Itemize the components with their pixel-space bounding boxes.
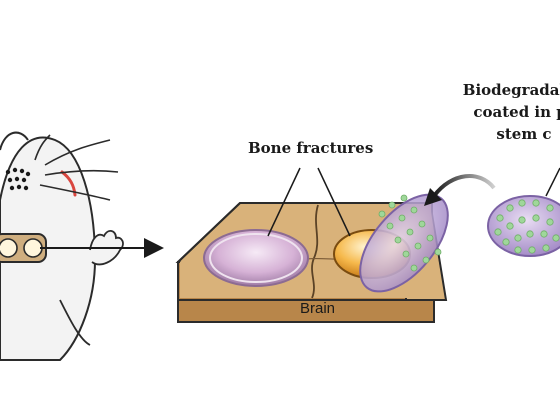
scaffold-disc	[487, 195, 560, 257]
fracture-left-rim	[209, 233, 303, 283]
label-bone-fractures: Bone fractures	[248, 139, 374, 157]
pointer-scaffold	[545, 167, 560, 197]
skull-suture-crack	[311, 204, 319, 299]
curved-arrow	[432, 174, 496, 198]
placed-scaffold-cells	[378, 194, 442, 272]
stem-cell-dots	[494, 199, 560, 254]
pointer-right-fracture	[317, 167, 351, 237]
label-scaffold-line2: coated in pr	[473, 103, 560, 121]
label-brain: Brain	[300, 300, 336, 317]
mouse-ear-left	[0, 131, 29, 151]
curved-arrow-head	[424, 188, 442, 206]
mouse-implant-left	[0, 238, 18, 258]
label-scaffold: Biodegradable coated in pr stem c	[449, 79, 560, 145]
mouse-leg	[59, 299, 91, 346]
label-scaffold-line3: stem c	[496, 125, 552, 143]
skull-top-edge	[177, 202, 446, 301]
mouse-illustration	[0, 131, 124, 361]
skull-block	[175, 193, 449, 323]
whisker-dots	[5, 167, 31, 191]
mouse-implant-right	[23, 238, 43, 258]
label-scaffold-line1: Biodegradable	[462, 81, 560, 99]
fracture-left	[203, 229, 309, 287]
mouse-whiskers	[34, 134, 119, 201]
pointer-left-fracture	[267, 167, 301, 237]
